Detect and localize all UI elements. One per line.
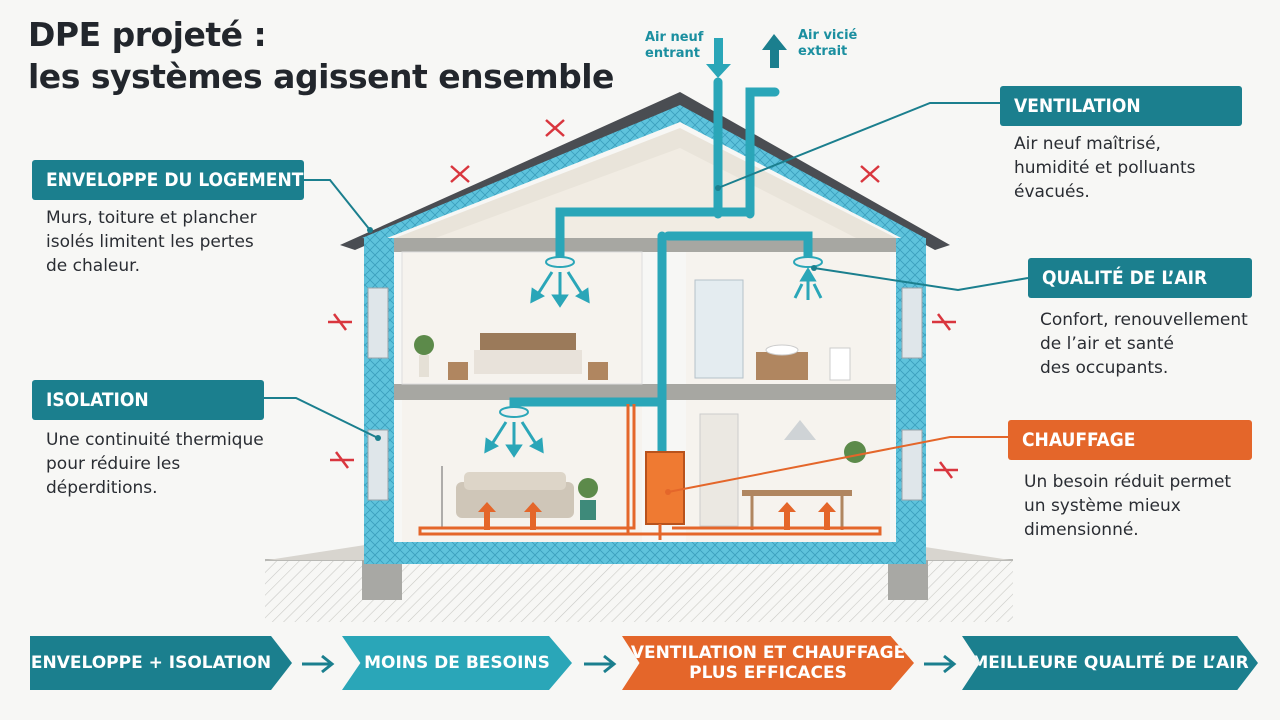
stale-air-label: Air vicié extrait	[798, 28, 857, 60]
enveloppe-label: ENVELOPPE DU LOGEMENT	[32, 160, 304, 200]
enveloppe-description: Murs, toiture et plancher isolés limiten…	[46, 206, 257, 278]
fresh-air-line-1: Air neuf	[645, 30, 704, 45]
isolation-line-1: Une continuité thermique	[46, 430, 264, 450]
flow-step-4-label: MEILLEURE QUALITÉ DE L’AIR	[971, 653, 1249, 673]
fresh-air-label: Air neuf entrant	[645, 30, 703, 62]
flow-arrow-icon	[584, 654, 617, 674]
ventilation-line-2: humidité et polluants	[1014, 158, 1196, 178]
isolation-line-3: déperditions.	[46, 478, 158, 498]
chauffage-description: Un besoin réduit permet un système mieux…	[1024, 470, 1231, 542]
heat-loss-icon	[328, 119, 958, 479]
ventilation-description: Air neuf maîtrisé, humidité et polluants…	[1014, 132, 1196, 204]
fresh-air-line-2: entrant	[645, 46, 700, 61]
flow-step-1-label: ENVELOPPE + ISOLATION	[30, 653, 272, 673]
air-flow-arrows	[484, 267, 823, 458]
ceiling-vent-icon	[499, 256, 823, 418]
enveloppe-line-1: Murs, toiture et plancher	[46, 208, 257, 228]
living-room	[402, 400, 642, 542]
isolation-label: ISOLATION	[32, 380, 264, 420]
middle-floor-slab	[394, 384, 896, 400]
ventilation-label: VENTILATION	[1000, 86, 1242, 126]
enveloppe-line-3: de chaleur.	[46, 256, 140, 276]
isolation-line-2: pour réduire les	[46, 454, 181, 474]
floor-insulation	[364, 542, 926, 564]
enveloppe-line-2: isolés limitent les pertes	[46, 232, 254, 252]
heating-system	[418, 404, 882, 540]
flow-step-2-label: MOINS DE BESOINS	[364, 653, 550, 673]
flow-step-enveloppe-isolation: ENVELOPPE + ISOLATION	[30, 636, 292, 690]
leader-lines	[264, 102, 1029, 439]
foundation-left	[362, 560, 402, 600]
left-wall-insulation	[364, 238, 394, 563]
chauffage-line-2: un système mieux	[1024, 496, 1181, 516]
title-line-2: les systèmes agissent ensemble	[28, 57, 614, 96]
ventilation-line-3: évacués.	[1014, 182, 1090, 202]
isolation-description: Une continuité thermique pour réduire le…	[46, 428, 264, 500]
right-wall-insulation	[896, 238, 926, 563]
flow-step-qualite-air: MEILLEURE QUALITÉ DE L’AIR	[962, 636, 1258, 690]
page-title: DPE projeté : les systèmes agissent ense…	[28, 14, 614, 98]
flow-step-3-line-2: PLUS EFFICACES	[689, 663, 847, 683]
bathroom	[686, 252, 890, 384]
flow-step-3-line-1: VENTILATION ET CHAUFFAGE	[630, 643, 906, 663]
flow-step-ventilation-chauffage: VENTILATION ET CHAUFFAGE PLUS EFFICACES	[622, 636, 914, 690]
chauffage-line-1: Un besoin réduit permet	[1024, 472, 1232, 492]
bedroom	[401, 251, 643, 385]
flow-step-moins-de-besoins: MOINS DE BESOINS	[342, 636, 572, 690]
qualite-label: QUALITÉ DE L’AIR	[1028, 258, 1252, 298]
ceiling-slab	[394, 238, 896, 252]
title-line-1: DPE projeté :	[28, 15, 267, 54]
fresh-air-arrow-icon	[706, 38, 731, 78]
qualite-line-3: des occupants.	[1040, 358, 1169, 378]
flow-arrow-icon	[924, 654, 957, 674]
stale-air-line-1: Air vicié	[798, 28, 858, 43]
flow-arrow-icon	[302, 654, 335, 674]
heat-arrow-icon	[478, 502, 836, 530]
chauffage-leader-line	[667, 436, 1008, 493]
chauffage-line-3: dimensionné.	[1024, 520, 1139, 540]
roof	[340, 92, 950, 250]
ventilation-line-1: Air neuf maîtrisé,	[1014, 134, 1161, 154]
foundation-right	[888, 560, 928, 600]
stale-air-arrow-icon	[762, 34, 787, 68]
qualite-description: Confort, renouvellement de l’air et sant…	[1040, 308, 1248, 380]
flow-step-3-text: VENTILATION ET CHAUFFAGE PLUS EFFICACES	[631, 643, 905, 683]
stale-air-line-2: extrait	[798, 44, 848, 59]
chauffage-label: CHAUFFAGE	[1008, 420, 1252, 460]
qualite-line-1: Confort, renouvellement	[1040, 310, 1248, 330]
qualite-line-2: de l’air et santé	[1040, 334, 1175, 354]
